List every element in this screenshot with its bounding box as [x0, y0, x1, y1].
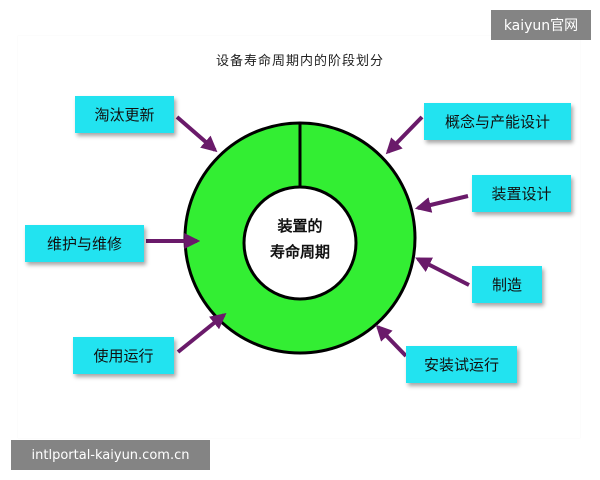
stage-maintenance: 维护与维修: [25, 225, 144, 262]
center-label-line1: 装置的: [277, 217, 323, 235]
stage-device-design: 装置设计: [472, 175, 571, 212]
diagram-title: 设备寿命周期内的阶段划分: [215, 54, 384, 69]
arrow-device-design: [414, 194, 469, 213]
arrow-install: [375, 324, 408, 358]
stage-retire: 淘汰更新: [75, 96, 174, 133]
center-label: 装置的 寿命周期: [248, 213, 352, 265]
arrow-retire: [175, 115, 218, 153]
arrow-operation: [176, 312, 227, 354]
stage-concept: 概念与产能设计: [424, 103, 571, 140]
stage-manufacture: 制造: [472, 266, 542, 303]
arrow-concept: [385, 115, 424, 155]
arrow-manufacture: [415, 257, 470, 287]
watermark-top: kaiyun官网: [491, 10, 591, 40]
center-label-line2: 寿命周期: [269, 243, 330, 261]
stage-install: 安装试运行: [406, 346, 517, 383]
stage-operation: 使用运行: [73, 337, 174, 374]
watermark-bottom: intlportal-kaiyun.com.cn: [11, 440, 210, 470]
